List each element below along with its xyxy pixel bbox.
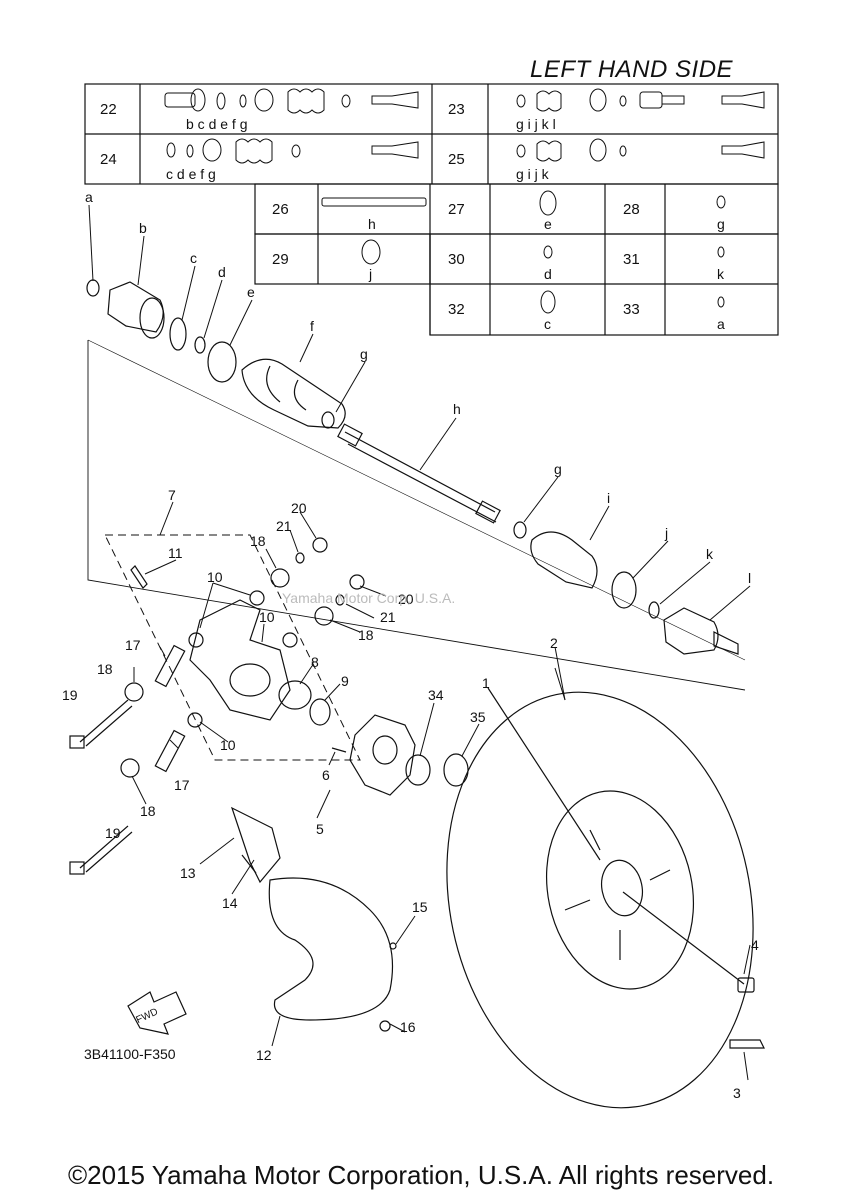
table-letters-28: g (717, 216, 725, 232)
fwd-arrow (127, 991, 187, 1035)
callout-17a: 17 (125, 637, 141, 653)
table-letters-31: k (717, 266, 725, 282)
callout-8: 8 (311, 654, 319, 670)
watermark: Yamaha Motor Corp, U.S.A. (282, 590, 455, 606)
callout-f: f (310, 318, 314, 334)
callout-k: k (706, 546, 714, 562)
table-ref-28: 28 (623, 201, 640, 218)
table-letters-29: j (368, 266, 372, 282)
callout-20b: 20 (398, 591, 414, 607)
callout-5: 5 (316, 821, 324, 837)
callout-9: 9 (341, 673, 349, 689)
fwd-label: FWD (134, 1006, 159, 1026)
callout-j: j (664, 525, 668, 541)
table-ref-33: 33 (623, 301, 640, 318)
callout-18d: 18 (140, 803, 156, 819)
callout-18b: 18 (358, 627, 374, 643)
table-ref-29: 29 (272, 251, 289, 268)
knuckle-assembly (69, 537, 365, 875)
table-ref-31: 31 (623, 251, 640, 268)
table-letters-27: e (544, 216, 552, 232)
callout-18a: 18 (250, 533, 266, 549)
callout-b: b (139, 220, 147, 236)
table-ref-25: 25 (448, 151, 465, 168)
callout-d: d (218, 264, 226, 280)
callout-l: l (748, 570, 751, 586)
drive-shaft-assembly (86, 279, 739, 655)
callout-12: 12 (256, 1047, 272, 1063)
table-ref-24: 24 (100, 151, 117, 168)
callout-6: 6 (322, 767, 330, 783)
callout-20a: 20 (291, 500, 307, 516)
callout-a: a (85, 189, 93, 205)
callout-15: 15 (412, 899, 428, 915)
callout-10a: 10 (207, 569, 223, 585)
callout-7: 7 (168, 487, 176, 503)
callout-21a: 21 (276, 518, 292, 534)
callout-g2: g (554, 461, 562, 477)
callout-g1: g (360, 346, 368, 362)
callout-c: c (190, 250, 197, 266)
callout-35: 35 (470, 709, 486, 725)
brake-guard (230, 806, 397, 1032)
table-letters-32: c (544, 316, 551, 332)
diagram-code: 3B41100-F350 (84, 1046, 176, 1062)
table-ref-32: 32 (448, 301, 465, 318)
table-letters-22: b c d e f g (186, 116, 247, 132)
callout-21b: 21 (380, 609, 396, 625)
table-letters-26: h (368, 216, 376, 232)
part-reference-table (84, 83, 779, 336)
callout-1: 1 (482, 675, 490, 691)
callout-4: 4 (751, 937, 759, 953)
callout-19b: 19 (105, 825, 121, 841)
table-part-icons (164, 88, 765, 314)
callout-11: 11 (168, 545, 183, 561)
callout-13: 13 (180, 865, 196, 881)
callout-34: 34 (428, 687, 444, 703)
callout-10b: 10 (259, 609, 275, 625)
callout-e: e (247, 284, 255, 300)
callout-h: h (453, 401, 461, 417)
table-letters-23: g i j k l (516, 116, 556, 132)
callout-16: 16 (400, 1019, 416, 1035)
table-ref-22: 22 (100, 101, 117, 118)
table-letters-25: g i j k (516, 166, 550, 182)
callout-i: i (607, 490, 610, 506)
copyright: ©2015 Yamaha Motor Corporation, U.S.A. A… (67, 1160, 775, 1190)
table-ref-27: 27 (448, 201, 465, 218)
callout-18c: 18 (97, 661, 113, 677)
page-title: LEFT HAND SIDE (530, 56, 734, 83)
callout-14: 14 (222, 895, 238, 911)
table-letters-24: c d e f g (166, 166, 216, 182)
table-ref-26: 26 (272, 201, 289, 218)
callout-2: 2 (550, 635, 558, 651)
table-ref-30: 30 (448, 251, 465, 268)
callout-17b: 17 (174, 777, 190, 793)
callout-19a: 19 (62, 687, 78, 703)
table-letters-30: d (544, 266, 552, 282)
table-letters-33: a (717, 316, 725, 332)
callout-3: 3 (733, 1085, 741, 1101)
wheel (446, 687, 765, 1109)
table-ref-23: 23 (448, 101, 465, 118)
hub-assembly (331, 714, 469, 796)
callout-10c: 10 (220, 737, 236, 753)
